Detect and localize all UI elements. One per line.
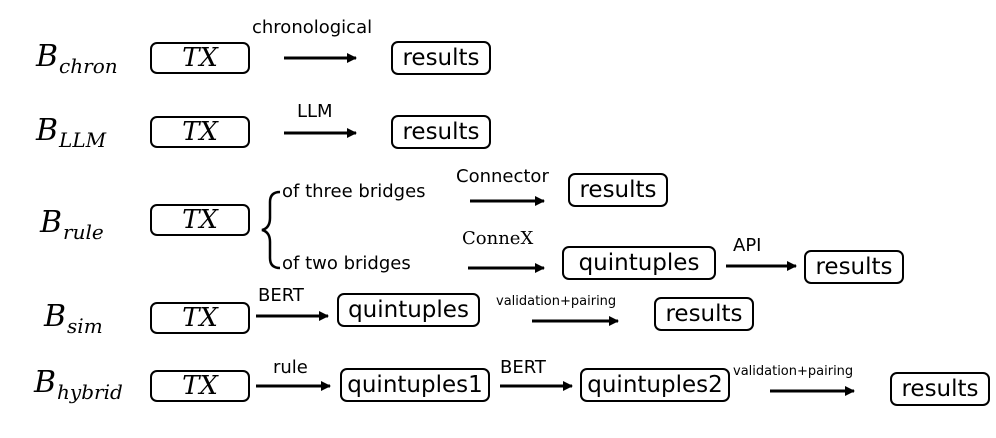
label-subscript: chron	[59, 54, 118, 78]
edge-label-validation-hybrid: validation+pairing	[733, 364, 854, 379]
label-b-rule: Brule	[40, 208, 104, 247]
label-subscript: rule	[63, 220, 104, 244]
label-base: B	[36, 39, 59, 74]
edge-label-bert-hybrid: BERT	[500, 357, 546, 378]
label-b-chron: Bchron	[36, 42, 118, 81]
tx-box-llm: TX	[150, 116, 250, 148]
label-subscript: LLM	[59, 128, 107, 152]
tx-box-hybrid: TX	[150, 370, 250, 402]
results-box-llm: results	[391, 115, 491, 149]
edge-label-llm: LLM	[297, 101, 333, 122]
label-base: B	[44, 299, 67, 334]
brace-rule	[261, 190, 281, 270]
results-box-chron: results	[391, 41, 491, 75]
branch-label-two-bridges: of two bridges	[282, 253, 411, 274]
quintuples-box-rule: quintuples	[562, 246, 716, 280]
label-subscript: sim	[67, 314, 103, 338]
results-box-rule-two: results	[804, 250, 904, 284]
quintuples1-box-hybrid: quintuples1	[340, 368, 490, 402]
results-box-hybrid: results	[890, 372, 990, 406]
tx-box-rule: TX	[150, 204, 250, 236]
edge-label-rule-hybrid: rule	[273, 357, 308, 378]
results-box-sim: results	[654, 297, 754, 331]
edge-label-connex: ConneX	[462, 228, 534, 249]
label-b-hybrid: Bhybrid	[34, 368, 123, 407]
edge-label-chronological: chronological	[252, 17, 373, 38]
edge-label-connector: Connector	[456, 166, 549, 187]
branch-label-three-bridges: of three bridges	[282, 181, 426, 202]
label-base: B	[34, 365, 57, 400]
edge-label-api: API	[733, 235, 762, 256]
label-subscript: hybrid	[57, 380, 123, 404]
label-base: B	[40, 205, 63, 240]
label-base: B	[36, 113, 59, 148]
edge-label-validation-sim: validation+pairing	[496, 294, 617, 309]
tx-box-sim: TX	[150, 302, 250, 334]
label-b-llm: BLLM	[36, 116, 106, 155]
results-box-rule-three: results	[568, 173, 668, 207]
tx-box-chron: TX	[150, 42, 250, 74]
edge-label-bert-sim: BERT	[258, 285, 304, 306]
label-b-sim: Bsim	[44, 302, 103, 341]
quintuples2-box-hybrid: quintuples2	[580, 368, 730, 402]
quintuples-box-sim: quintuples	[337, 293, 480, 327]
